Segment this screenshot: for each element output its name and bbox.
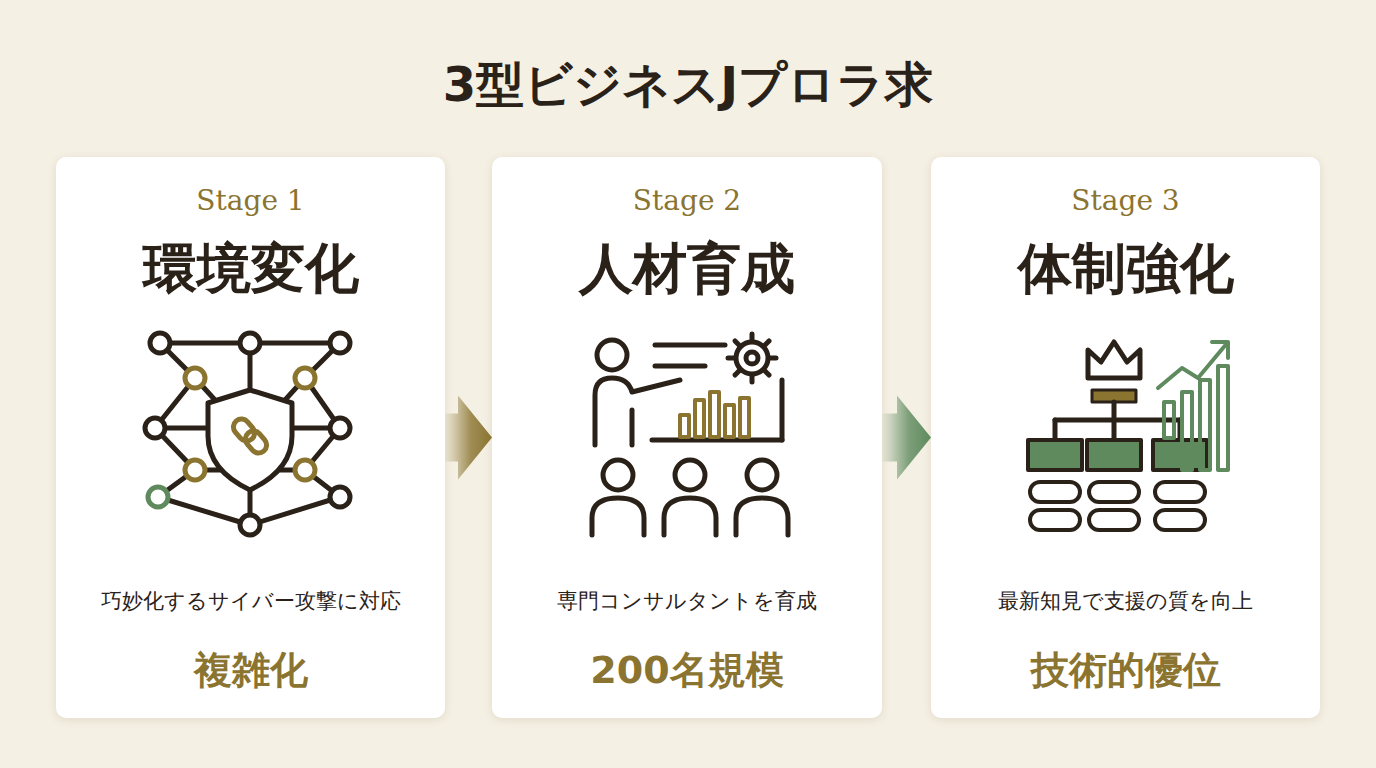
stage-heading: 体制強化 [939, 235, 1312, 301]
flow-arrow [445, 396, 492, 480]
stage-label: Stage 3 [939, 183, 1312, 219]
stage-description: 最新知見で支援の質を向上 [939, 587, 1312, 615]
stage-keyword: 技術的優位 [939, 645, 1312, 695]
stage-card: Stage 1 環境変化巧妙化するサイバー攻撃に対応複雑化 [56, 157, 445, 718]
stage-description: 専門コンサルタントを育成 [500, 587, 874, 615]
stage-label: Stage 2 [500, 183, 874, 219]
stage-keyword: 複雑化 [64, 645, 437, 695]
flow-arrow [882, 396, 931, 480]
stage-heading: 人材育成 [500, 235, 874, 301]
stage-label: Stage 1 [64, 183, 437, 219]
stage-heading: 環境変化 [64, 235, 437, 301]
stage-card: Stage 2 人材育成専門コンサルタントを育成 200名規模 [492, 157, 882, 718]
stage-card: Stage 3 体制強化最新知見で支援の質を向上技術的優位 [931, 157, 1320, 718]
stage-keyword: 200名規模 [500, 645, 874, 695]
stage-description: 巧妙化するサイバー攻撃に対応 [64, 587, 437, 615]
diagram-title: 3型ビジネスJプロラ求 [0, 52, 1376, 116]
